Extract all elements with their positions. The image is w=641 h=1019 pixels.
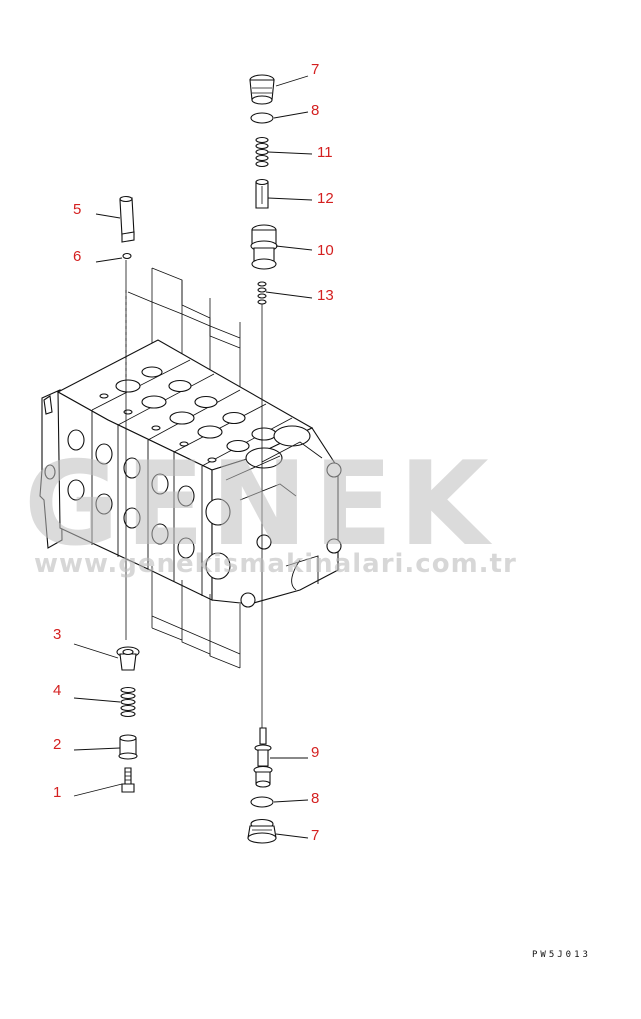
callout-6: 6 bbox=[73, 248, 81, 265]
callout-5: 5 bbox=[73, 201, 81, 218]
callout-13: 13 bbox=[317, 287, 334, 304]
control-valve-body bbox=[39, 267, 342, 669]
end-block-details bbox=[225, 441, 342, 608]
callout-11: 11 bbox=[317, 144, 333, 161]
callout-9: 9 bbox=[311, 744, 319, 761]
section-plates-upper bbox=[127, 267, 241, 390]
callout-2: 2 bbox=[53, 736, 61, 753]
watermark: GENEK www.genekismakinalari.com.tr bbox=[24, 437, 517, 579]
drawing-code: PW5J013 bbox=[532, 950, 591, 960]
watermark-brand: GENEK bbox=[24, 437, 495, 572]
part-5-pin bbox=[119, 195, 135, 243]
callout-7-bottom: 7 bbox=[311, 827, 319, 844]
section-plates-lower bbox=[151, 566, 241, 669]
part-8-oring-top bbox=[250, 112, 274, 124]
part-1-bolt bbox=[121, 767, 135, 793]
part-4-spring bbox=[120, 686, 136, 718]
part-13-spring bbox=[257, 281, 267, 305]
part-7-plug-bottom bbox=[247, 818, 277, 844]
callout-12: 12 bbox=[317, 190, 334, 207]
front-ports bbox=[44, 429, 231, 580]
callout-1: 1 bbox=[53, 784, 61, 801]
part-9-spool bbox=[253, 727, 273, 788]
callout-3: 3 bbox=[53, 626, 61, 643]
part-6-ring bbox=[122, 252, 132, 260]
callout-7-top: 7 bbox=[311, 61, 319, 78]
part-3-cap bbox=[116, 646, 140, 671]
part-10-valve bbox=[250, 224, 278, 270]
leader-lines bbox=[73, 75, 313, 839]
top-ports bbox=[99, 366, 311, 469]
callout-10: 10 bbox=[317, 242, 334, 259]
callout-8-bottom: 8 bbox=[311, 790, 319, 807]
callout-4: 4 bbox=[53, 682, 61, 699]
watermark-url: www.genekismakinalari.com.tr bbox=[34, 549, 517, 579]
part-2-plunger bbox=[118, 734, 138, 760]
part-11-spring bbox=[255, 136, 269, 168]
part-7-plug-top bbox=[249, 74, 275, 105]
part-12-piston bbox=[255, 178, 269, 209]
callout-8-top: 8 bbox=[311, 102, 319, 119]
part-8-oring-bottom bbox=[250, 796, 274, 808]
